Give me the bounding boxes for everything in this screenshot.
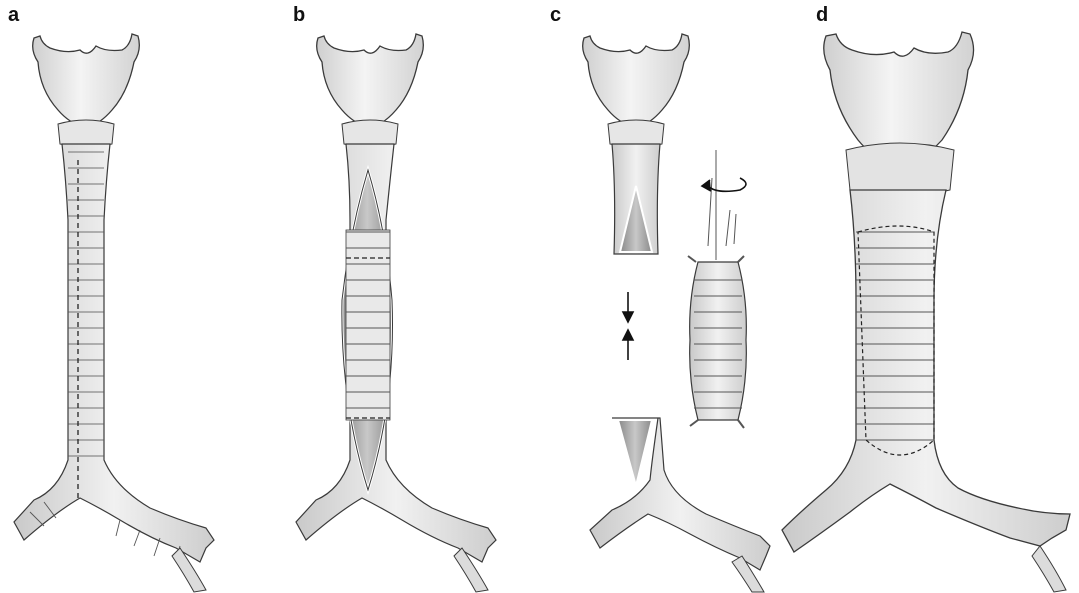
panel-a-airway <box>14 34 214 592</box>
larynx-a <box>33 34 140 128</box>
approximation-arrows <box>623 292 633 360</box>
cricoid-c <box>608 120 664 147</box>
trachea-a <box>14 144 214 562</box>
panel-c-airway <box>583 34 770 592</box>
trachea-b <box>296 144 496 562</box>
cricoid-a <box>58 120 114 147</box>
lower-tracheal-stump <box>590 418 770 570</box>
panel-b-airway <box>296 34 496 592</box>
rotation-arrow <box>702 178 746 191</box>
resected-segment <box>688 150 746 428</box>
panel-d-airway <box>782 32 1070 592</box>
cricoid-b <box>342 120 398 147</box>
larynx-c <box>583 34 690 128</box>
larynx-b <box>317 34 424 128</box>
